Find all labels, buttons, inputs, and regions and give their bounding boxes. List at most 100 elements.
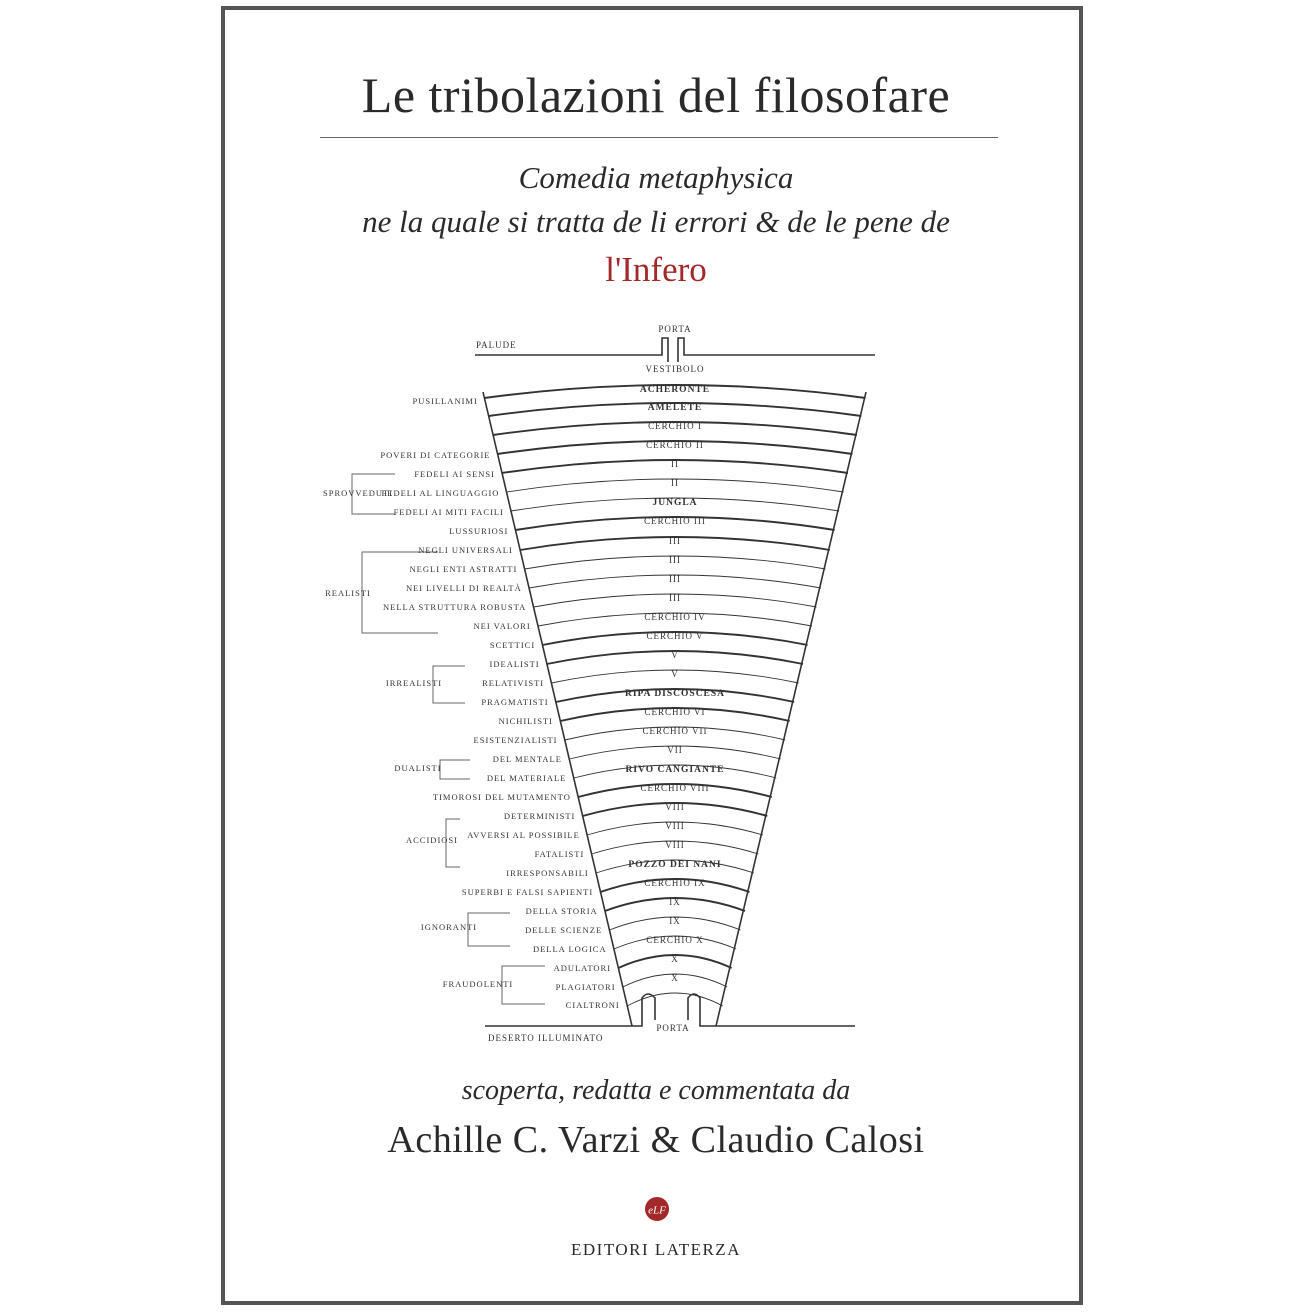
sinner-label: IRRESPONSABILI [506, 868, 588, 878]
circle-label: IX [669, 916, 681, 926]
subtitle-line-3: l'Infero [605, 250, 707, 289]
sinner-label: RELATIVISTI [482, 678, 544, 688]
sinner-label: PLAGIATORI [556, 982, 616, 992]
sinner-label: POVERI DI CATEGORIE [380, 450, 490, 460]
circle-boundary [591, 840, 759, 855]
circle-boundary [604, 897, 746, 912]
circle-boundary [577, 783, 773, 798]
bottom-left-label: DESERTO ILLUMINATO [488, 1033, 603, 1043]
sinner-label: ESISTENZIALISTI [474, 735, 558, 745]
sinner-label: NEI VALORI [474, 621, 531, 631]
vestibule-label: VESTIBOLO [646, 364, 705, 374]
group-bracket [467, 912, 510, 947]
circle-boundary [519, 536, 831, 551]
circle-label: CERCHIO X [646, 935, 703, 945]
sinner-label: PRAGMATISTI [481, 697, 548, 707]
circle-label: ACHERONTE [640, 385, 710, 395]
circle-boundary [569, 745, 781, 760]
sinner-label: DELLA LOGICA [533, 944, 607, 954]
book-title: Le tribolazioni del filosofare [361, 67, 951, 123]
bottom-wall-left [485, 993, 656, 1027]
group-bracket [432, 665, 465, 704]
sinner-label: CIALTRONI [566, 1000, 620, 1010]
circle-boundary [595, 859, 755, 874]
circle-boundary [627, 992, 723, 1007]
circle-label: VIII [665, 821, 685, 831]
circle-label: CERCHIO I [648, 421, 702, 431]
circle-label: CERCHIO III [644, 516, 706, 526]
circle-label: II [671, 478, 679, 488]
group-bracket [439, 759, 470, 780]
circle-boundary [613, 935, 737, 950]
circle-boundary [510, 497, 840, 512]
circle-boundary [582, 802, 768, 817]
sinner-label: FEDELI AI MITI FACILI [394, 507, 504, 517]
circle-label: III [669, 593, 681, 603]
top-gate-label: PORTA [658, 324, 691, 334]
authors: Achille C. Varzi & Claudio Calosi [387, 1119, 925, 1161]
sinner-label: DEL MENTALE [493, 754, 562, 764]
subtitle-line-2: ne la quale si tratta de li errori & de … [362, 204, 950, 239]
circle-boundary [492, 421, 858, 436]
circle-label: III [669, 574, 681, 584]
book-cover [221, 6, 1083, 1305]
circle-boundary [484, 384, 866, 399]
circle-label: AMELETE [648, 403, 703, 413]
top-wall-right [677, 337, 875, 362]
top-wall-left [475, 337, 669, 362]
byline: scoperta, redatta e commentata da [461, 1075, 851, 1106]
circle-label: CERCHIO VIII [640, 783, 709, 793]
group-bracket [351, 473, 395, 515]
sinner-label: DELLA STORIA [526, 906, 598, 916]
publisher-logo-disc [645, 1197, 669, 1221]
top-left-label: PALUDE [476, 340, 517, 350]
group-label: ACCIDIOSI [406, 835, 458, 845]
group-label: REALISTI [325, 588, 371, 598]
group-bracket [445, 818, 460, 868]
bottom-wall-right [687, 993, 855, 1027]
bottom-gate-label: PORTA [656, 1023, 689, 1033]
group-label: SPROVVEDUTI [323, 488, 393, 498]
sinner-label: ADULATORI [554, 963, 611, 973]
circle-boundary [524, 555, 826, 570]
circle-label: X [671, 954, 679, 964]
circle-label: VII [667, 745, 683, 755]
sinner-label: NICHILISTI [499, 716, 553, 726]
circle-label: II [671, 459, 679, 469]
sinner-label: FEDELI AI SENSI [414, 469, 495, 479]
circle-label: CERCHIO V [646, 631, 703, 641]
sinner-label: SUPERBI E FALSI SAPIENTI [462, 887, 593, 897]
group-bracket [361, 551, 438, 634]
circle-boundary [617, 954, 733, 969]
circle-label: RIPA DISCOSCESA [625, 689, 725, 699]
group-label: IRREALISTI [386, 678, 442, 688]
sinner-label: DEL MATERIALE [487, 773, 567, 783]
sinner-label: NEI LIVELLI DI REALTÀ [406, 583, 522, 593]
circle-label: VIII [665, 802, 685, 812]
circle-label: X [671, 973, 679, 983]
circle-boundary [506, 478, 844, 493]
sinner-label: PUSILLANIMI [413, 396, 478, 406]
funnel-left-side [482, 391, 633, 1027]
sinner-label: DETERMINISTI [504, 811, 576, 821]
sinner-label: LUSSURIOSI [449, 526, 508, 536]
circle-label: CERCHIO II [646, 440, 704, 450]
circle-label: JUNGLA [652, 498, 697, 508]
circle-boundary [546, 650, 804, 665]
circle-boundary [555, 688, 795, 703]
circle-boundary [515, 516, 835, 531]
sinner-label: SCETTICI [490, 640, 535, 650]
group-bracket [501, 965, 545, 1005]
group-label: IGNORANTI [421, 922, 477, 932]
circle-boundary [560, 707, 790, 722]
circle-label: POZZO DEI NANI [628, 860, 721, 870]
subtitle-line-1: Comedia metaphysica [518, 160, 794, 195]
circle-label: RIVO CANGIANTE [625, 765, 724, 775]
publisher-logo: eLF [645, 1197, 669, 1221]
circle-boundary [488, 402, 862, 417]
sinner-label: FEDELI AL LINGUAGGIO [382, 488, 500, 498]
circle-boundary [537, 612, 813, 627]
circle-boundary [586, 821, 764, 836]
title-rule [320, 137, 998, 138]
